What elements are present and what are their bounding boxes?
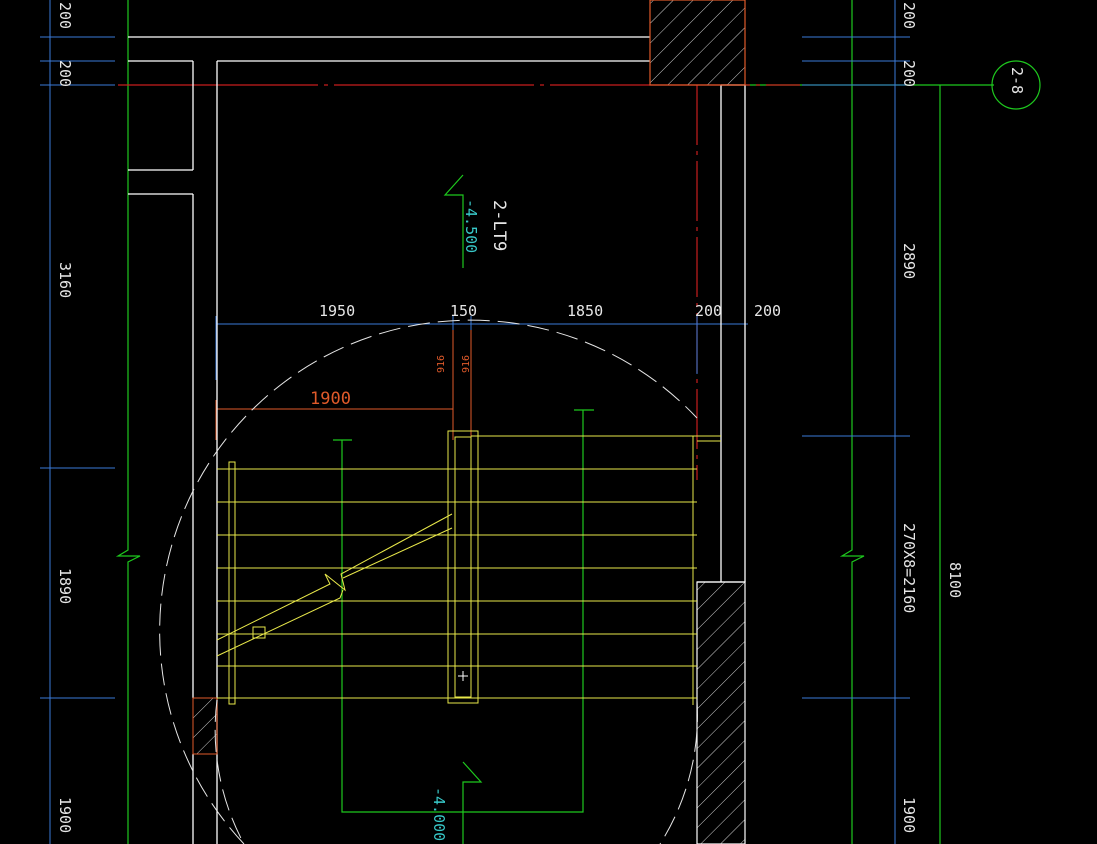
section-marker-top [443, 174, 464, 268]
right-dim-2: 200 [900, 60, 918, 87]
hatch-bottom-right [696, 581, 746, 844]
left-dim-1: 200 [56, 2, 74, 29]
stair [216, 430, 721, 705]
hatch-top-right [649, 0, 746, 86]
stair-tag: 2-LT9 [489, 200, 509, 251]
right-dim-5: 1900 [900, 797, 918, 833]
right-dim-4: 270X8=2160 [900, 523, 918, 613]
elevation-top: -4.500 [462, 199, 480, 253]
top-dim-1: 1950 [319, 302, 355, 320]
top-dim-2: 150 [450, 302, 477, 320]
overall-dim: 8100 [946, 562, 964, 598]
dimension-lines [40, 0, 910, 844]
axis-lines [115, 0, 1041, 844]
small-dim-1: 916 [436, 355, 447, 373]
grip-marker [252, 626, 266, 639]
cursor-crosshair [458, 671, 468, 681]
hatched-walls [192, 0, 746, 844]
right-axis-line [839, 0, 865, 844]
detail-callout-circle-lower [214, 699, 245, 844]
axis-bubble [991, 60, 1041, 110]
break-line [216, 513, 453, 641]
hatch-bottom-left [192, 697, 218, 755]
right-dim-3: 2890 [900, 243, 918, 279]
right-dim-1: 200 [900, 2, 918, 29]
section-marker-bottom [462, 761, 483, 844]
left-dim-2: 200 [56, 60, 74, 87]
top-dim-4: 200 [695, 302, 722, 320]
elevation-bottom: -4.000 [430, 787, 448, 841]
center-stringer-inner [454, 436, 472, 698]
walking-line [341, 418, 584, 813]
detail-callout-circle [159, 319, 698, 844]
small-dim-2: 916 [461, 355, 472, 373]
top-dim-3: 1850 [567, 302, 603, 320]
axis-label: 2-8 [1008, 67, 1026, 94]
left-dim-3: 3160 [56, 262, 74, 298]
left-axis-line [115, 0, 141, 844]
left-dim-4: 1890 [56, 568, 74, 604]
top-dim-5: 200 [754, 302, 781, 320]
center-stringer [447, 430, 479, 704]
left-dim-5: 1900 [56, 797, 74, 833]
orange-dimensions [215, 330, 472, 440]
left-handrail [228, 461, 236, 705]
walls [128, 36, 746, 844]
landing-dim: 1900 [310, 389, 351, 409]
red-lines [118, 84, 800, 480]
